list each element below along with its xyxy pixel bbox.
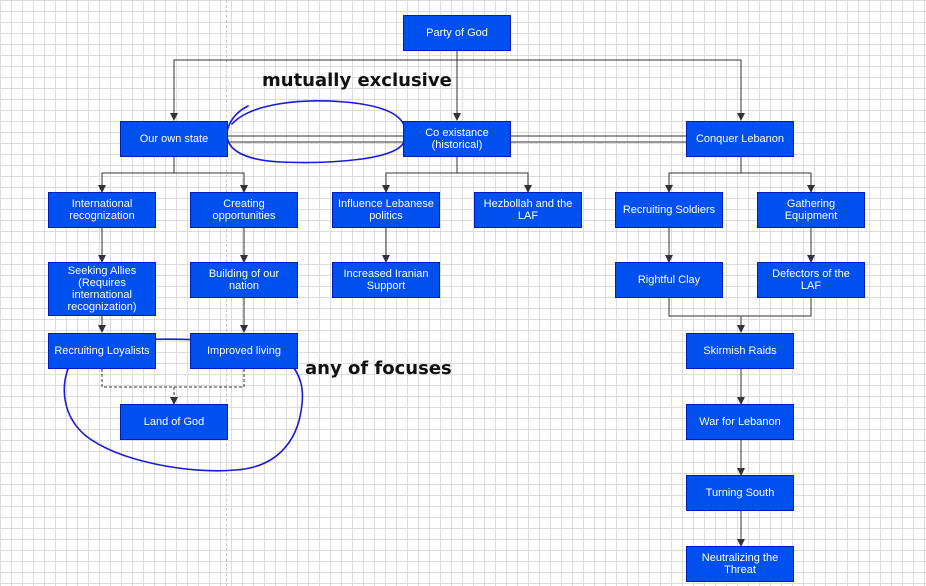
exclusive-line-left: [228, 135, 404, 143]
connector-coexist-to-hezbollah: [457, 172, 532, 193]
node-international-recognization[interactable]: International recognization: [48, 192, 156, 228]
connector-root-to-conquer-lebanon: [457, 59, 745, 121]
node-our-own-state[interactable]: Our own state: [120, 121, 228, 157]
node-land-of-god[interactable]: Land of God: [120, 404, 228, 440]
annotation-any-of-focuses: any of focuses: [305, 358, 452, 379]
node-creating-opportunities[interactable]: Creating opportunities: [190, 192, 298, 228]
node-rightful-clay[interactable]: Rightful Clay: [615, 262, 723, 298]
connector-merge-to-skirmish: [668, 298, 812, 332]
node-coexistance[interactable]: Co existance (historical): [403, 121, 511, 157]
connector-coexist-to-influence: [382, 157, 458, 193]
node-improved-living[interactable]: Improved living: [190, 333, 298, 369]
node-defectors-of-laf[interactable]: Defectors of the LAF: [757, 262, 865, 298]
connector-state-to-intl: [98, 157, 175, 193]
node-influence-lebanese-politics[interactable]: Influence Lebanese politics: [332, 192, 440, 228]
node-seeking-allies[interactable]: Seeking Allies (Requires international r…: [48, 262, 156, 316]
connector-state-to-creating: [174, 172, 248, 193]
node-party-of-god[interactable]: Party of God: [403, 15, 511, 51]
connector-root-to-our-own-state: [170, 50, 458, 121]
connector-conquer-to-equipment: [741, 172, 815, 193]
node-recruiting-loyalists[interactable]: Recruiting Loyalists: [48, 333, 156, 369]
node-recruiting-soldiers[interactable]: Recruiting Soldiers: [615, 192, 723, 228]
node-increased-iranian-support[interactable]: Increased Iranian Support: [332, 262, 440, 298]
node-building-of-our-nation[interactable]: Building of our nation: [190, 262, 298, 298]
node-conquer-lebanon[interactable]: Conquer Lebanon: [686, 121, 794, 157]
mutually-exclusive-loop: [226, 100, 407, 164]
node-hezbollah-and-laf[interactable]: Hezbollah and the LAF: [474, 192, 582, 228]
node-turning-south[interactable]: Turning South: [686, 475, 794, 511]
exclusive-line-right: [510, 135, 686, 143]
node-war-for-lebanon[interactable]: War for Lebanon: [686, 404, 794, 440]
connector-conquer-to-soldiers: [665, 157, 742, 193]
node-skirmish-raids[interactable]: Skirmish Raids: [686, 333, 794, 369]
dashed-connector-any-of: [101, 369, 245, 404]
node-neutralizing-the-threat[interactable]: Neutralizing the Threat: [686, 546, 794, 582]
node-gathering-equipment[interactable]: Gathering Equipment: [757, 192, 865, 228]
annotation-mutually-exclusive: mutually exclusive: [262, 70, 452, 91]
